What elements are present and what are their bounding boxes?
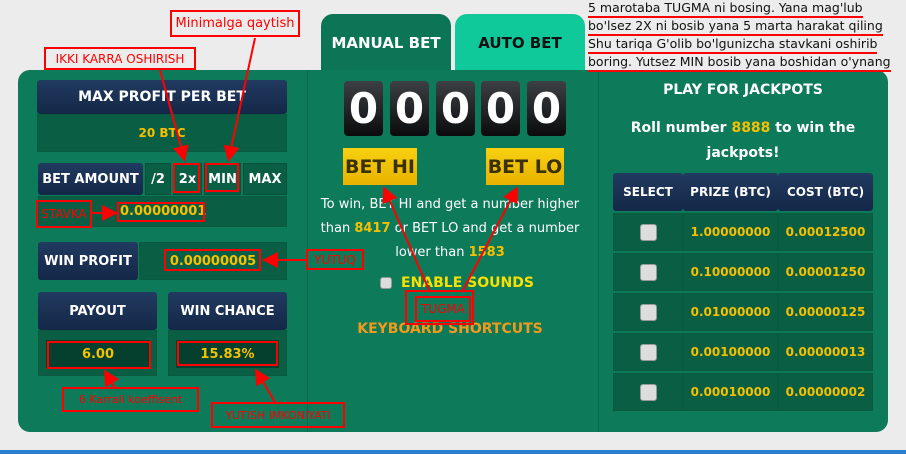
instruction-text: than (320, 221, 355, 236)
roll-digit: 0 (344, 81, 383, 136)
bet-amount-label: BET AMOUNT (38, 163, 143, 195)
jackpot-checkbox[interactable] (639, 263, 657, 281)
max-profit-value: 20 BTC (37, 114, 287, 152)
annotation-box (117, 202, 205, 222)
max-button[interactable]: MAX (243, 163, 287, 195)
jackpot-cost: 0.00001250 (778, 253, 873, 291)
jackpot-select-cell (613, 373, 683, 411)
annotation-imkoniyat: YUTISH IMKONIYATI (211, 402, 345, 428)
jackpot-cost: 0.00000125 (778, 293, 873, 331)
enable-sounds-checkbox[interactable] (380, 277, 392, 289)
jackpot-prize: 1.00000000 (683, 213, 778, 251)
jackpot-checkbox[interactable] (639, 223, 657, 241)
divider (598, 70, 599, 432)
tab-manual-bet[interactable]: MANUAL BET (321, 14, 451, 72)
jackpot-prize: 0.10000000 (683, 253, 778, 291)
note-line: 5 marotaba TUGMA ni bosing. Yana mag'lub (588, 0, 863, 18)
header-select: SELECT (613, 173, 683, 211)
payout-label: PAYOUT (38, 292, 157, 330)
hi-number: 8417 (354, 221, 391, 236)
note-line: bo'lsez 2X ni bosib yana 5 marta harakat… (588, 18, 883, 36)
instruction-line: lower than 1583 (305, 241, 595, 265)
double-button[interactable]: 2x (173, 163, 202, 195)
annotation-box (405, 290, 474, 325)
win-chance-input[interactable]: 15.83% (176, 340, 279, 368)
header-prize: PRIZE (BTC) (683, 173, 778, 211)
max-profit-label: MAX PROFIT PER BET (37, 80, 287, 114)
roll-digit: 0 (527, 81, 566, 136)
jackpot-prize: 0.00100000 (683, 333, 778, 371)
jackpot-cost: 0.00012500 (778, 213, 873, 251)
keyboard-shortcuts-link[interactable]: KEYBOARD SHORTCUTS (357, 321, 543, 337)
roll-digit: 0 (390, 81, 429, 136)
win-profit-label: WIN PROFIT (38, 242, 138, 280)
bet-lo-button[interactable]: BET LO (486, 148, 564, 185)
instruction-text: or BET LO and get a number (390, 221, 580, 236)
jackpot-checkbox[interactable] (639, 383, 657, 401)
annotation-yutuq: YUTUQ (306, 249, 364, 270)
annotation-box (173, 163, 200, 193)
jackpot-title: PLAY FOR JACKPOTS (663, 82, 823, 98)
annotation-box (205, 163, 239, 192)
instruction-text: lower than (395, 245, 469, 260)
payout-input[interactable]: 6.00 (46, 340, 150, 368)
jackpot-select-cell (613, 213, 683, 251)
annotation-minimal: Minimalga qaytish (170, 10, 300, 37)
bet-hi-button[interactable]: BET HI (343, 148, 417, 185)
half-button[interactable]: /2 (145, 163, 171, 195)
lo-number: 1583 (468, 245, 505, 260)
annotation-box (47, 341, 151, 369)
roll-text: jackpots! (706, 145, 780, 161)
annotation-ikki: IKKI KARRA OSHIRISH (44, 47, 196, 70)
annotation-tugma: TUGMA (415, 296, 471, 322)
jackpot-checkbox[interactable] (639, 343, 657, 361)
instruction-line: than 8417 or BET LO and get a number (305, 217, 595, 241)
min-button[interactable]: MIN (204, 163, 241, 195)
win-instructions: To win, BET HI and get a number higher t… (305, 193, 595, 265)
jackpot-number: 8888 (731, 120, 771, 136)
jackpot-select-cell (613, 333, 683, 371)
jackpot-checkbox[interactable] (639, 303, 657, 321)
header-cost: COST (BTC) (778, 173, 873, 211)
jackpot-prize: 0.01000000 (683, 293, 778, 331)
jackpot-prize: 0.00010000 (683, 373, 778, 411)
jackpot-select-cell (613, 253, 683, 291)
tab-auto-bet[interactable]: AUTO BET (455, 14, 585, 72)
roll-text: Roll number (630, 120, 732, 136)
jackpot-cost: 0.00000002 (778, 373, 873, 411)
annotation-stavka: STAVKA (36, 200, 92, 228)
note-line: Shu tariqa G'olib bo'lgunizcha stavkani … (588, 36, 878, 54)
annotation-box (164, 249, 261, 271)
bottom-bar (0, 450, 906, 454)
jackpot-description: Roll number 8888 to win the jackpots! (598, 116, 888, 166)
jackpot-cost: 0.00000013 (778, 333, 873, 371)
jackpot-select-cell (613, 293, 683, 331)
annotation-koef: 6 Karrali koeffisent (62, 387, 199, 412)
roll-text: to win the (770, 120, 856, 136)
bet-amount-input[interactable]: 0.00000001 (120, 204, 207, 219)
roll-digit: 0 (481, 81, 520, 136)
annotation-box (177, 341, 278, 366)
win-chance-label: WIN CHANCE (168, 292, 287, 330)
roll-digit: 0 (436, 81, 475, 136)
note-line: boring. Yutsez MIN bosib yana boshidan o… (588, 54, 891, 72)
